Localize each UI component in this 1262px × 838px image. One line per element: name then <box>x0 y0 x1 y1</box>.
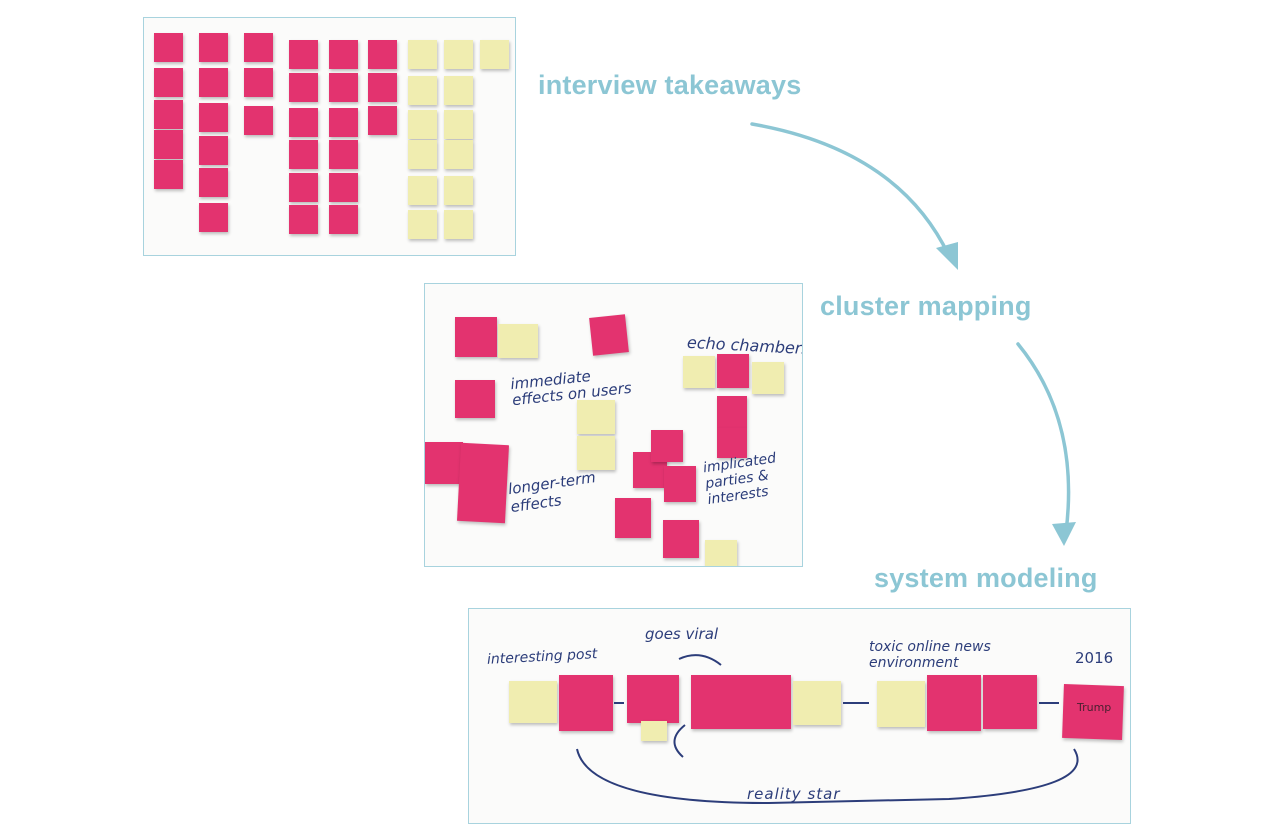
sticky-note <box>199 103 228 132</box>
sticky-note <box>199 168 228 197</box>
sticky-note <box>444 176 473 205</box>
sticky-note <box>663 520 699 558</box>
sticky-note <box>329 73 358 102</box>
sticky-note <box>289 205 318 234</box>
sticky-note <box>456 442 510 524</box>
cluster-mapping-photo: immediate effects on users echo chambers… <box>424 283 803 567</box>
sticky-note <box>983 675 1037 729</box>
sticky-note <box>559 675 613 731</box>
sticky-note <box>199 33 228 62</box>
sticky-note <box>498 324 538 358</box>
sticky-note <box>408 176 437 205</box>
sticky-note <box>199 203 228 232</box>
sticky-note <box>368 40 397 69</box>
sticky-note <box>368 73 397 102</box>
sticky-note <box>329 205 358 234</box>
sticky-note <box>154 130 183 159</box>
sticky-note <box>444 76 473 105</box>
sticky-note <box>244 68 273 97</box>
sticky-note <box>589 314 629 356</box>
sticky-note <box>577 436 615 470</box>
sticky-note <box>329 40 358 69</box>
sticky-note <box>683 356 715 388</box>
sticky-note <box>444 110 473 139</box>
sticky-note <box>705 540 737 566</box>
sticky-note <box>289 73 318 102</box>
sticky-note <box>577 400 615 434</box>
model-label-toxic: toxic online news environment <box>869 639 991 671</box>
model-arrows <box>576 654 1079 805</box>
sticky-note <box>199 68 228 97</box>
sticky-note <box>289 173 318 202</box>
sticky-note <box>444 40 473 69</box>
sticky-note <box>329 140 358 169</box>
sticky-note <box>329 108 358 137</box>
sticky-note <box>289 108 318 137</box>
system-modeling-photo: interesting post goes viral toxic online… <box>468 608 1131 824</box>
sticky-note <box>154 160 183 189</box>
sticky-note <box>480 40 509 69</box>
sticky-note <box>717 396 747 428</box>
sticky-note <box>289 140 318 169</box>
interview-takeaways-photo <box>143 17 516 256</box>
model-label-trump: Trump <box>1077 701 1112 714</box>
sticky-note <box>509 681 557 723</box>
stage-label-cluster: cluster mapping <box>820 291 1032 321</box>
sticky-note <box>717 428 747 458</box>
sticky-note <box>717 354 749 388</box>
sticky-note <box>455 380 495 418</box>
sticky-note <box>244 33 273 62</box>
sticky-note <box>691 675 791 729</box>
sticky-note <box>368 106 397 135</box>
model-label-viral: goes viral <box>645 625 719 643</box>
sticky-note <box>154 33 183 62</box>
sticky-note <box>408 110 437 139</box>
sticky-note <box>877 681 925 727</box>
sticky-note <box>154 68 183 97</box>
sticky-note <box>408 76 437 105</box>
sticky-note <box>329 173 358 202</box>
sticky-note <box>651 430 683 462</box>
sticky-note <box>154 100 183 129</box>
sticky-note <box>425 442 463 484</box>
cluster-label-longterm: longer-term effects <box>506 468 597 517</box>
sticky-note <box>641 721 667 741</box>
stage-label-system: system modeling <box>874 563 1098 593</box>
model-label-reality: reality star <box>747 785 841 803</box>
sticky-note <box>408 210 437 239</box>
sticky-note <box>289 40 318 69</box>
sticky-note <box>408 140 437 169</box>
sticky-note <box>408 40 437 69</box>
sticky-note <box>664 466 696 502</box>
sticky-note <box>615 498 651 538</box>
sticky-note <box>244 106 273 135</box>
sticky-note <box>627 675 679 723</box>
sticky-note <box>199 136 228 165</box>
sticky-note <box>752 362 784 394</box>
sticky-note <box>927 675 981 731</box>
sticky-note <box>455 317 497 357</box>
sticky-note <box>793 681 841 725</box>
stage-label-interview: interview takeaways <box>538 70 802 100</box>
sticky-note <box>444 210 473 239</box>
model-label-year: 2016 <box>1075 649 1114 667</box>
sticky-note <box>444 140 473 169</box>
